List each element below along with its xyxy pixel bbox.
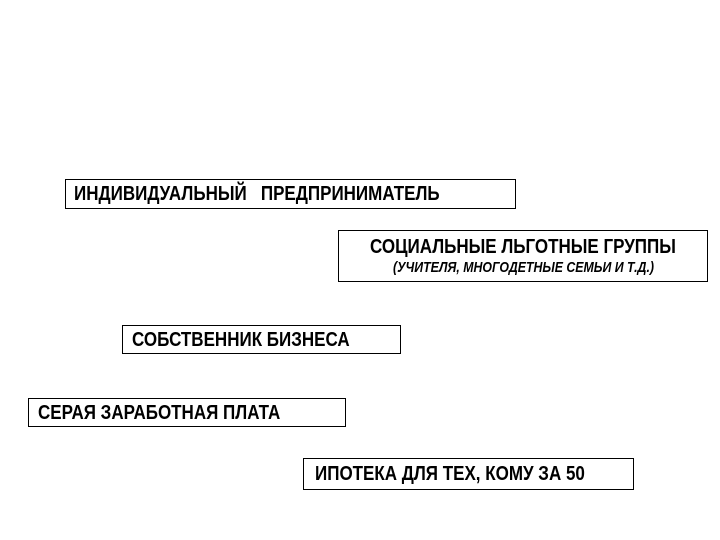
box-mortgage-over-50: ИПОТЕКА ДЛЯ ТЕХ, КОМУ ЗА 50: [303, 458, 634, 490]
box-individual-entrepreneur: ИНДИВИДУАЛЬНЫЙ ПРЕДПРИНИМАТЕЛЬ: [65, 179, 516, 209]
box-gray-salary-label: СЕРАЯ ЗАРАБОТНАЯ ПЛАТА: [38, 401, 281, 424]
box-social-benefit-groups-label: СОЦИАЛЬНЫЕ ЛЬГОТНЫЕ ГРУППЫ: [370, 235, 676, 258]
box-social-benefit-groups-sublabel: (УЧИТЕЛЯ, МНОГОДЕТНЫЕ СЕМЬИ И Т.Д.): [392, 259, 654, 276]
box-mortgage-over-50-label: ИПОТЕКА ДЛЯ ТЕХ, КОМУ ЗА 50: [315, 463, 585, 485]
box-gray-salary: СЕРАЯ ЗАРАБОТНАЯ ПЛАТА: [28, 398, 346, 427]
box-social-benefit-groups: СОЦИАЛЬНЫЕ ЛЬГОТНЫЕ ГРУППЫ (УЧИТЕЛЯ, МНО…: [338, 230, 708, 282]
box-business-owner: СОБСТВЕННИК БИЗНЕСА: [122, 325, 401, 354]
box-business-owner-label: СОБСТВЕННИК БИЗНЕСА: [132, 328, 350, 351]
box-individual-entrepreneur-label: ИНДИВИДУАЛЬНЫЙ ПРЕДПРИНИМАТЕЛЬ: [74, 183, 440, 205]
